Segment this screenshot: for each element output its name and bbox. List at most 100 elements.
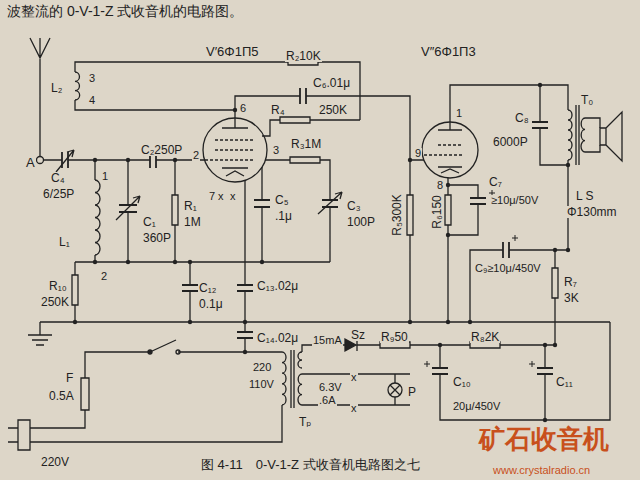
label-holder: C₁₁	[555, 372, 574, 390]
tube-grid	[205, 140, 462, 160]
part-label: 250K	[40, 296, 70, 308]
part-label: R₂10K	[285, 50, 322, 62]
label-holder: F	[65, 368, 74, 386]
part-label: C₁₄.02μ	[256, 332, 299, 344]
part-label: C₅	[274, 194, 290, 206]
label-holder: Φ130mm	[566, 202, 618, 220]
junction-dot	[126, 260, 130, 264]
part-label: Φ130mm	[566, 206, 618, 218]
label-holder: T₀	[580, 90, 594, 108]
figure-caption-holder: 图 4-11 0-V-1-Z 式收音机电路图之七	[200, 455, 421, 473]
junction-dot	[553, 343, 557, 347]
part-label: C₂250P	[140, 144, 183, 156]
part-label: P	[407, 386, 417, 398]
part-label: 220V	[40, 456, 70, 468]
label-holder: C₁₂	[198, 278, 217, 296]
part-label: C₁₁	[555, 376, 574, 388]
junction-dot	[173, 158, 177, 162]
label-holder: 8	[436, 175, 444, 193]
part-label: 3K	[563, 292, 580, 304]
part-label: R₁	[183, 200, 198, 212]
part-label: R₈2K	[470, 331, 500, 343]
pilot-lamp	[390, 385, 400, 395]
junction-dot	[243, 320, 247, 324]
junction-dot	[538, 83, 542, 87]
label-holder: 3	[272, 140, 280, 158]
label-holder: R₉50	[380, 327, 409, 345]
part-label: L S	[575, 190, 595, 202]
part-label: .6A	[318, 395, 337, 406]
part-label: 9	[414, 148, 422, 159]
part-label: 6/25P	[42, 188, 75, 200]
part-label: R₆150	[431, 194, 443, 230]
label-holder: 1	[455, 103, 463, 121]
label-holder: A	[25, 153, 36, 171]
junction-dot	[173, 260, 177, 264]
part-label: R₉50	[380, 331, 409, 343]
junction-dot	[408, 320, 412, 324]
part-label: 100P	[346, 216, 376, 228]
transformer-core	[291, 105, 579, 408]
label-holder: x	[350, 367, 358, 385]
coil-symbol	[75, 72, 585, 405]
part-label: R₃1M	[290, 138, 322, 150]
page-heading-holder: 波整流的 0-V-1-Z 式收音机的电路图。	[6, 2, 244, 20]
label-holder: 360P	[142, 228, 172, 246]
label-holder: L₂	[50, 78, 63, 96]
label-holder: R₄	[270, 100, 286, 118]
label-holder: C₇	[488, 172, 503, 190]
part-label: 8	[436, 180, 444, 191]
variable-capacitor-arrow	[56, 150, 342, 220]
label-holder: 6/25P	[42, 184, 75, 202]
part-label: 15mA	[312, 335, 343, 346]
part-label: A	[25, 156, 36, 169]
label-holder: 0.1μ	[198, 294, 224, 312]
part-label: x	[229, 191, 237, 202]
label-holder: 250K	[40, 292, 70, 310]
label-holder: R₅300K	[387, 193, 405, 237]
part-label: 6	[239, 103, 247, 114]
part-label: Tₚ	[298, 416, 312, 428]
wire	[8, 38, 610, 442]
switch-contact	[176, 350, 180, 354]
label-holder: R₆150	[427, 194, 445, 230]
part-label: 220	[252, 362, 272, 373]
switch-contact	[148, 350, 152, 354]
junction-dot	[566, 163, 570, 167]
label-holder: C₄	[50, 168, 66, 186]
label-holder: 220	[252, 357, 272, 375]
label-holder: ≥10μ/50V	[490, 190, 539, 208]
junction-dot	[93, 260, 97, 264]
part-label: 2	[192, 150, 200, 161]
junction-dot	[553, 248, 557, 252]
part-label: R₇	[563, 276, 578, 288]
label-holder: Tₚ	[298, 412, 312, 430]
part-label: ≥10μ/50V	[490, 195, 539, 206]
junction-dot	[446, 320, 450, 324]
label-holder: L₁	[58, 232, 71, 250]
label-holder: C₁₄.02μ	[256, 328, 299, 346]
junction-dot	[543, 343, 547, 347]
label-holder: 100P	[346, 212, 376, 230]
part-label: 6000P	[492, 136, 529, 148]
label-holder: V″6Φ1Π3	[420, 42, 477, 60]
junction-dot	[468, 320, 472, 324]
part-label: 3	[88, 73, 96, 84]
label-holder: .6A	[318, 390, 337, 408]
junction-dot	[543, 418, 547, 422]
label-holder: C₁	[142, 212, 157, 230]
label-holder: C₁₀	[452, 372, 472, 390]
part-label: 3	[272, 145, 280, 156]
label-holder: 6.3V	[318, 377, 343, 395]
part-label: R₁₀	[48, 280, 68, 292]
polarity-mark	[424, 190, 535, 367]
part-label: 360P	[142, 232, 172, 244]
part-label: 1	[455, 108, 463, 119]
part-label: 250K	[318, 104, 348, 116]
label-holder: R₈2K	[470, 327, 500, 345]
part-label: .1μ	[274, 210, 293, 222]
part-label: F	[65, 372, 74, 384]
part-label: C₁₂	[198, 282, 217, 294]
label-holder: 3	[88, 68, 96, 86]
